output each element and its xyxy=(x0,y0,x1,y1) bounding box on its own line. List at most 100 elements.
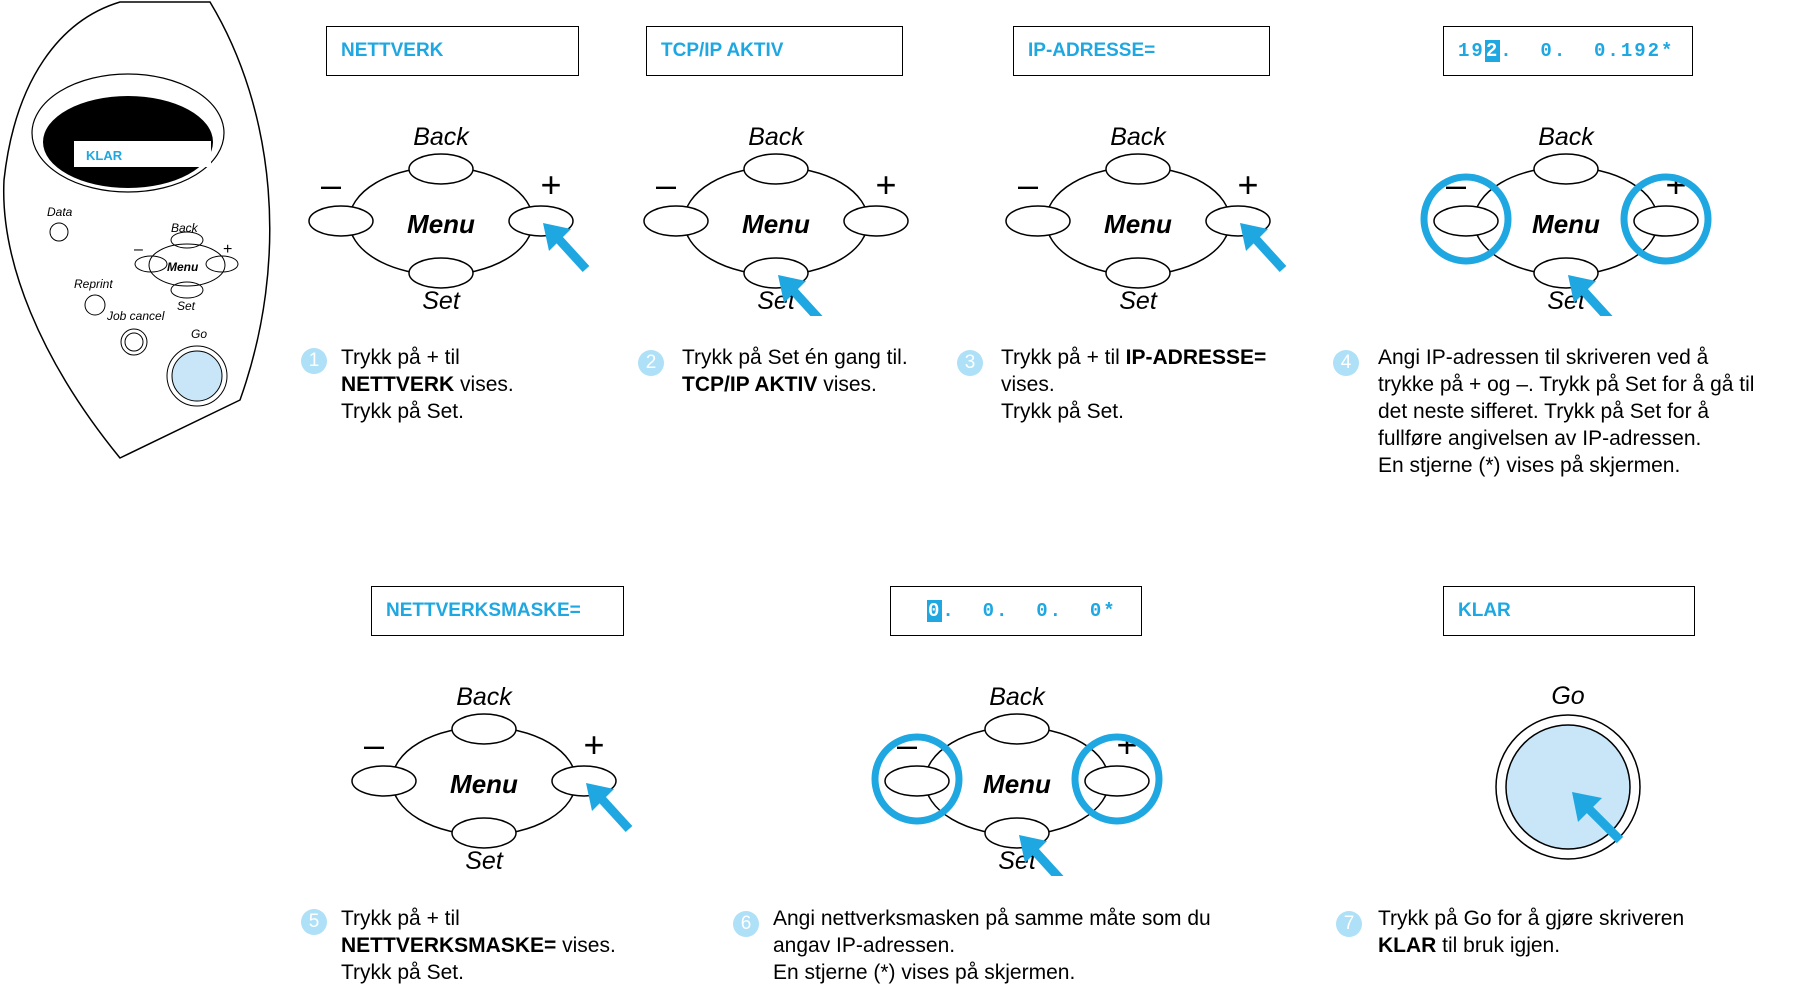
keypad-6-back-key[interactable] xyxy=(984,713,1050,745)
screen-4-post: . 0. 0.192* xyxy=(1500,40,1675,62)
step-7-number: 7 xyxy=(1336,911,1362,937)
keypad-5-minus-key[interactable] xyxy=(351,765,417,797)
keypad-3-set-key[interactable] xyxy=(1105,257,1171,289)
keypad-1-menu-label: Menu xyxy=(407,209,475,239)
step-1-text: Trykk på + til NETTVERK vises. Trykk på … xyxy=(341,344,514,425)
keypad-4-back-key[interactable] xyxy=(1533,153,1599,185)
panel-job-cancel-label: Job cancel xyxy=(106,309,165,323)
keypad-5-pointer-arrow xyxy=(586,783,633,833)
panel-go-label: Go xyxy=(191,327,207,341)
step-4-line1: Angi IP-adressen til skriveren ved å xyxy=(1378,346,1709,369)
step-7-line1: Trykk på Go for å gjøre skriveren xyxy=(1378,907,1685,930)
screen-1: NETTVERK xyxy=(326,26,579,76)
keypad-3-back-key[interactable] xyxy=(1105,153,1171,185)
step-2-after: vises. xyxy=(817,373,877,396)
step-5-after: vises. xyxy=(556,934,616,957)
keypad-5-minus-label: – xyxy=(364,724,384,765)
step-4-number: 4 xyxy=(1333,350,1359,376)
step-2-line1: Trykk på Set én gang til. xyxy=(682,346,908,369)
keypad-1-back-key[interactable] xyxy=(408,153,474,185)
keypad-3-minus-key[interactable] xyxy=(1005,205,1071,237)
keypad-5-plus-label: + xyxy=(583,724,604,765)
keypad-4-pointer-arrow xyxy=(1568,275,1613,316)
keypad-1-minus-key[interactable] xyxy=(308,205,374,237)
keypad-5-set-label: Set xyxy=(465,847,504,875)
keypad-2-minus-key[interactable] xyxy=(643,205,709,237)
keypad-4-highlight-plus xyxy=(1620,173,1712,265)
keypad-2-back-key[interactable] xyxy=(743,153,809,185)
keypad-4-plus-key[interactable] xyxy=(1633,205,1699,237)
step-3-number: 3 xyxy=(957,350,983,376)
screen-6-cursor: 0 xyxy=(927,600,943,622)
keypad-6-pointer-arrow xyxy=(1019,835,1064,876)
step-6-line3: En stjerne (*) vises på skjermen. xyxy=(773,961,1076,984)
keypad-6-minus-key[interactable] xyxy=(884,765,950,797)
keypad-1-set-key[interactable] xyxy=(408,257,474,289)
step-2-number: 2 xyxy=(638,350,664,376)
step-3-line2: vises. xyxy=(1001,373,1055,396)
keypad-4-menu-label: Menu xyxy=(1532,209,1600,239)
keypad-6-highlight-minus xyxy=(871,733,963,825)
keypad-6-plus-key[interactable] xyxy=(1084,765,1150,797)
keypad-5-set-key[interactable] xyxy=(451,817,517,849)
go-label: Go xyxy=(1551,682,1584,710)
panel-set-label: Set xyxy=(177,299,196,313)
step-4-line5: En stjerne (*) vises på skjermen. xyxy=(1378,454,1681,477)
keypad-4-minus-key[interactable] xyxy=(1433,205,1499,237)
keypad-5-menu-label: Menu xyxy=(450,769,518,799)
panel-plus-label: + xyxy=(223,241,232,258)
keypad-2-pointer-arrow xyxy=(778,275,823,316)
keypad-5-back-key[interactable] xyxy=(451,713,517,745)
screen-7-text: KLAR xyxy=(1458,600,1511,621)
step-4-line3: det neste sifferet. Trykk på Set for å xyxy=(1378,400,1710,423)
keypad-4-highlight-minus xyxy=(1420,173,1512,265)
keypad-6-back-label: Back xyxy=(989,683,1046,711)
screen-7: KLAR xyxy=(1443,586,1695,636)
keypad-1-pointer-arrow xyxy=(543,223,590,273)
control-panel-illustration: KLAR Data Back Menu Set – + Reprint Job … xyxy=(2,1,271,459)
panel-data-label: Data xyxy=(47,205,73,219)
step-5-text: Trykk på + til NETTVERKSMASKE= vises. Tr… xyxy=(341,905,616,986)
step-1-bold: NETTVERK xyxy=(341,373,455,396)
keypad-6-highlight-plus xyxy=(1071,733,1163,825)
step-1-after: vises. xyxy=(454,373,514,396)
screen-5: NETTVERKSMASKE= xyxy=(371,586,624,636)
step-4-line4: fullføre angivelsen av IP-adressen. xyxy=(1378,427,1702,450)
keypad-3-plus-label: + xyxy=(1237,164,1258,205)
screen-4-cursor: 2 xyxy=(1484,40,1501,62)
step-6-number: 6 xyxy=(733,911,759,937)
keypad-4-back-label: Back xyxy=(1538,123,1595,151)
panel-reprint-label: Reprint xyxy=(74,277,113,291)
step-4-line2: trykke på + og –. Trykk på Set for å gå … xyxy=(1378,373,1755,396)
keypad-6-menu-label: Menu xyxy=(983,769,1051,799)
go-button-diagram: Go xyxy=(1495,682,1641,860)
keypad-3-set-label: Set xyxy=(1119,287,1158,315)
step-3-text: Trykk på + til IP-ADRESSE= vises. Trykk … xyxy=(1001,344,1266,425)
keypad-1-plus-label: + xyxy=(540,164,561,205)
step-7-after: til bruk igjen. xyxy=(1436,934,1561,957)
panel-minus-label: – xyxy=(134,241,143,258)
step-4-text: Angi IP-adressen til skriveren ved å try… xyxy=(1378,344,1754,479)
screen-6-post: . 0. 0. 0* xyxy=(942,600,1117,622)
keypad-2-plus-key[interactable] xyxy=(843,205,909,237)
step-3-bold: IP-ADRESSE= xyxy=(1125,346,1267,369)
screen-6: 0. 0. 0. 0* xyxy=(890,586,1142,636)
step-2-text: Trykk på Set én gang til. TCP/IP AKTIV v… xyxy=(682,344,908,398)
keypad-1-back-label: Back xyxy=(413,123,470,151)
screen-2-text: TCP/IP AKTIV xyxy=(661,40,784,61)
keypad-3-menu-label: Menu xyxy=(1104,209,1172,239)
step-5-line1: Trykk på + til xyxy=(341,907,460,930)
keypad-1-minus-label: – xyxy=(321,164,341,205)
step-7-bold: KLAR xyxy=(1378,934,1437,957)
step-2-bold: TCP/IP AKTIV xyxy=(682,373,818,396)
keypad-2-back-label: Back xyxy=(748,123,805,151)
panel-back-label: Back xyxy=(171,221,199,235)
keypad-3-back-label: Back xyxy=(1110,123,1167,151)
keypad-3-pointer-arrow xyxy=(1240,223,1287,273)
